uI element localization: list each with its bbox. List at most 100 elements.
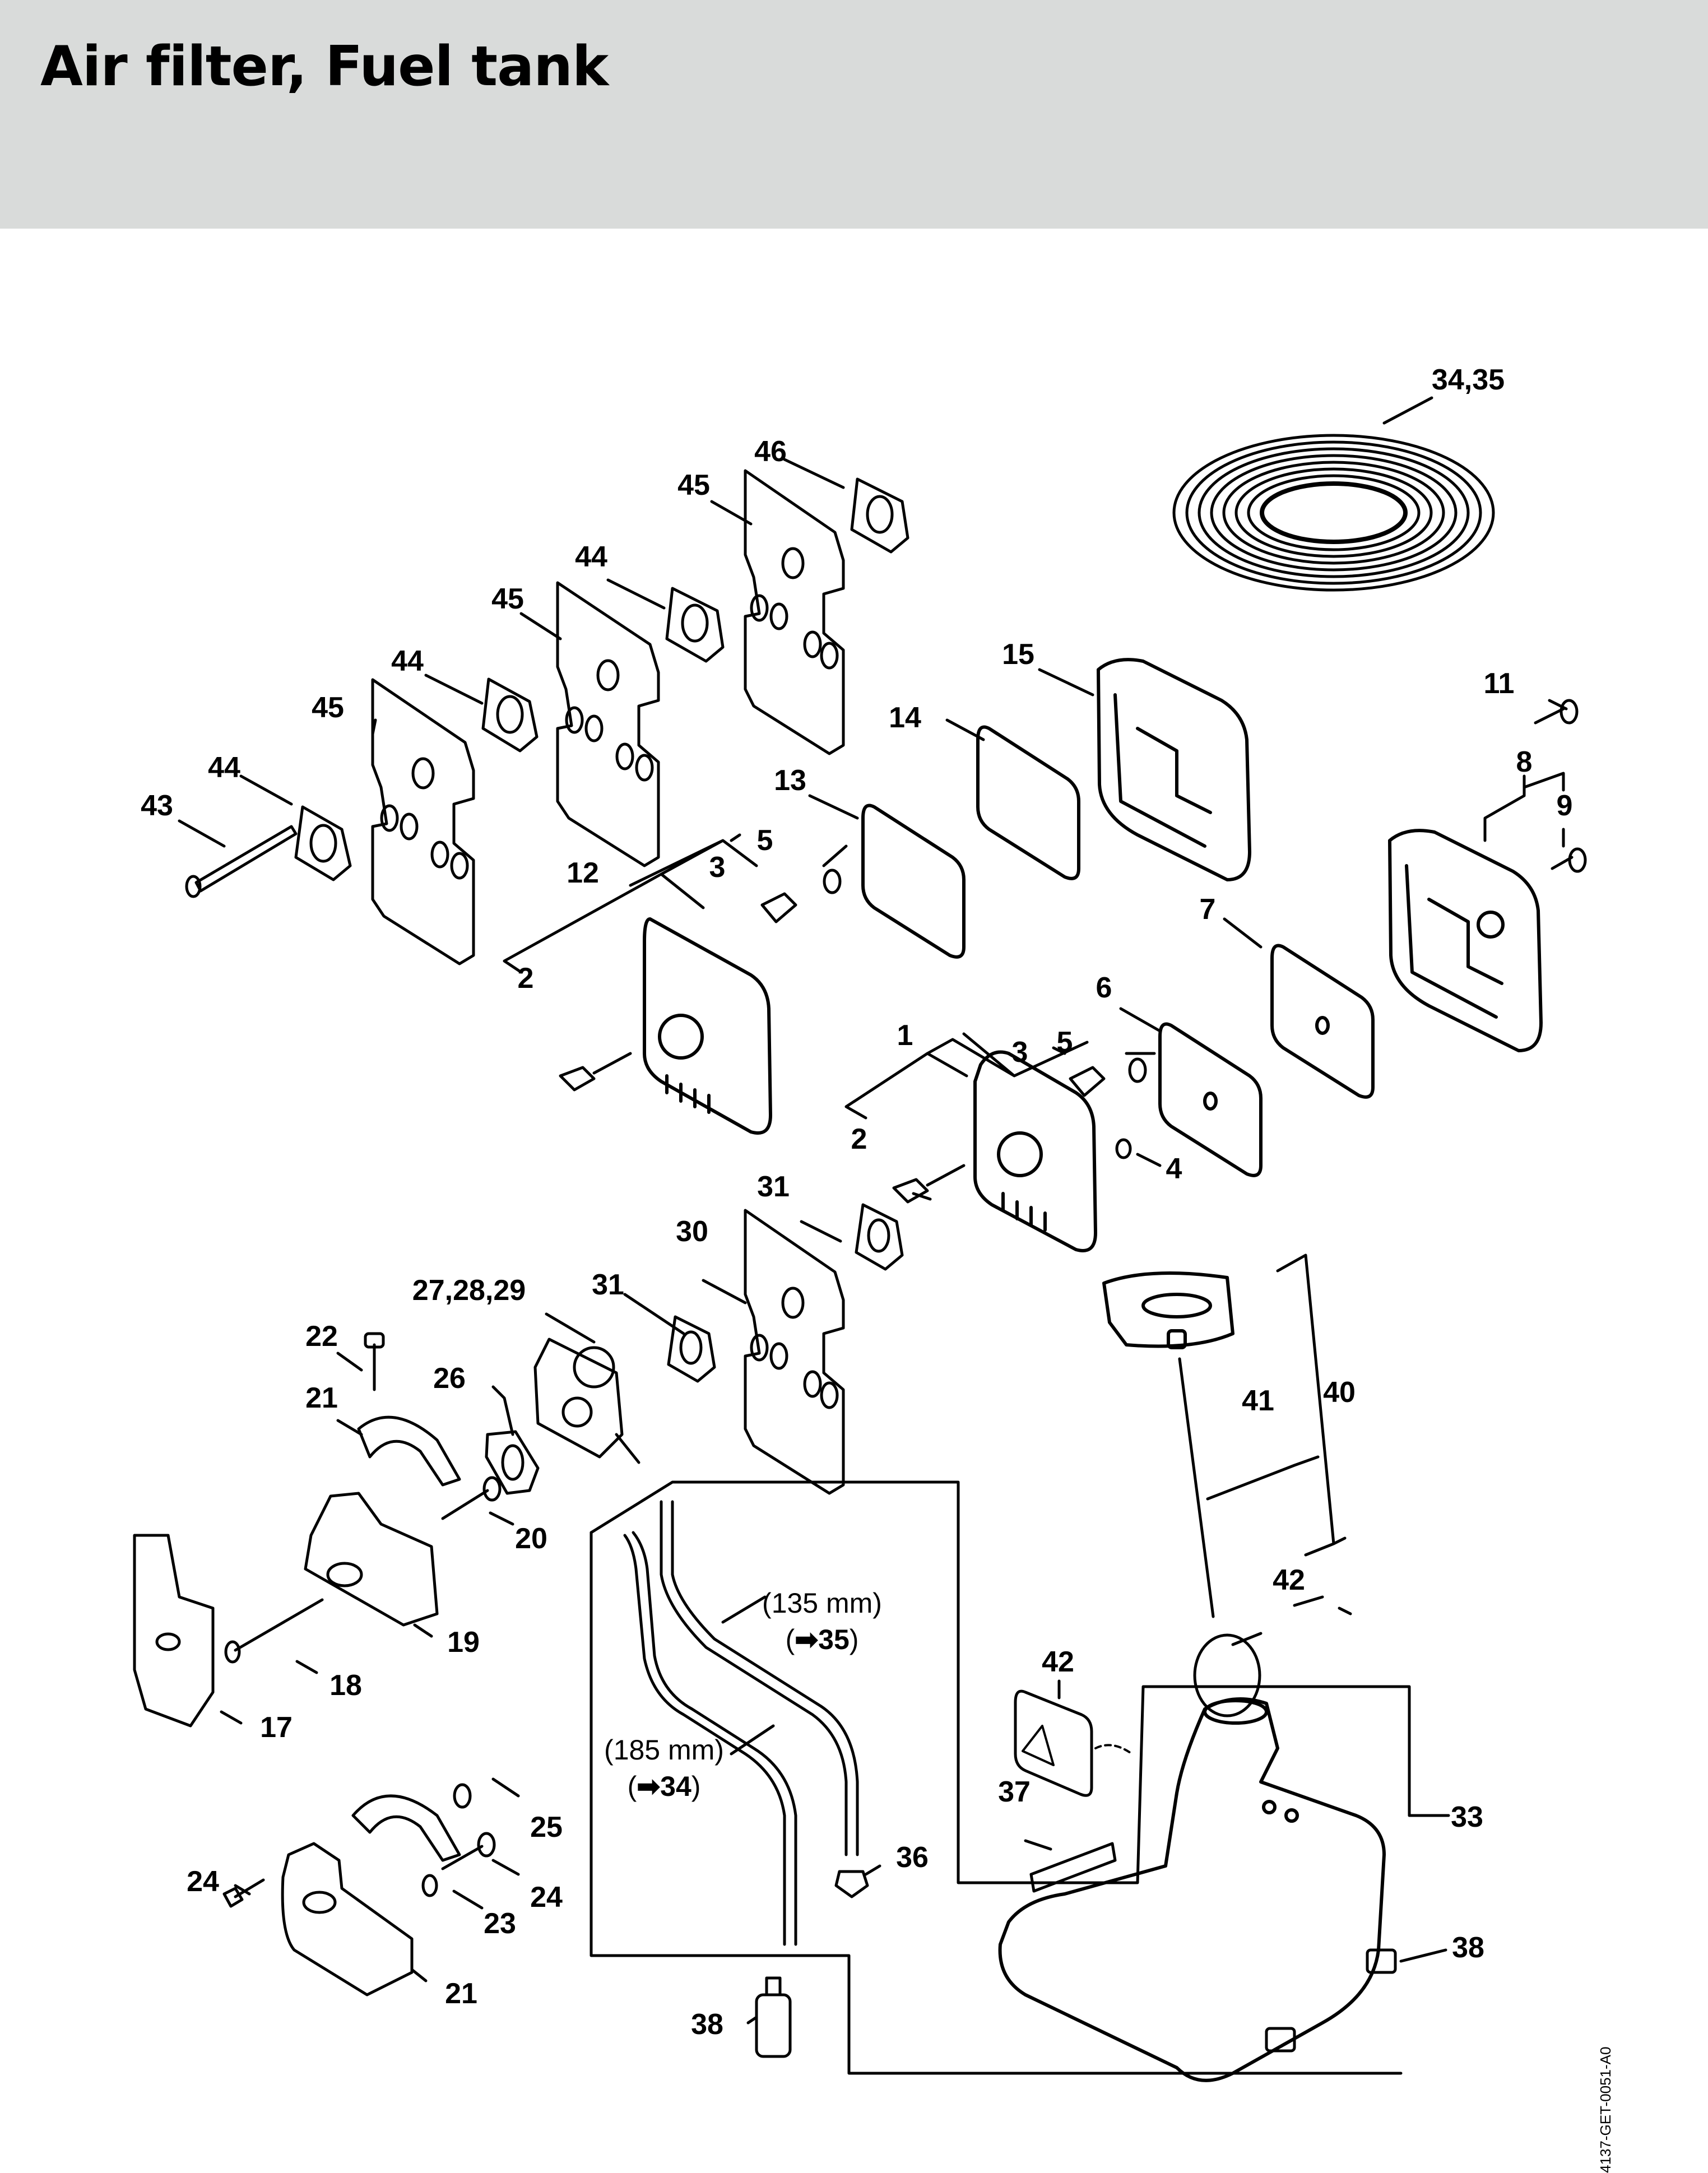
callout-6: 6 xyxy=(1096,972,1112,1004)
screw-16 xyxy=(224,1598,324,1664)
callout-20: 22 xyxy=(305,1320,338,1353)
callout-42: 42 xyxy=(1042,1646,1074,1678)
washer-22 xyxy=(421,1874,438,1897)
callout-32: 33 xyxy=(1451,1801,1483,1833)
carburetor-27-28-29 xyxy=(533,1338,640,1464)
bracket-21 xyxy=(281,1842,414,1996)
callout-45: 45 xyxy=(677,469,710,502)
filter-base-11 xyxy=(643,917,772,1135)
exploded-parts-diagram: 34,35 46 45 44 45 44 45 44 43 15 14 13 1… xyxy=(0,229,1708,2173)
callout-11: 12 xyxy=(567,857,599,889)
choke-lever-2-lower xyxy=(892,1164,966,1204)
callout-34-35: 34,35 xyxy=(1431,364,1505,396)
callout-24: 24 xyxy=(187,1865,219,1898)
callout-16: 18 xyxy=(329,1669,362,1702)
arrow-right-icon: ➡ xyxy=(637,1771,661,1802)
screw-9 xyxy=(1551,847,1587,873)
choke-lever-2-upper xyxy=(559,1052,632,1092)
hose-note-185mm-ref: (➡34) xyxy=(628,1772,701,1800)
callout-21: 21 xyxy=(445,1977,477,2010)
callout-1: 1 xyxy=(897,1019,913,1052)
callout-19: 21 xyxy=(305,1382,338,1414)
plate-45-mid xyxy=(556,581,660,867)
callout-2: 2 xyxy=(851,1123,867,1155)
spiral-hose-coil xyxy=(1172,434,1495,592)
throttle-lever-19 xyxy=(357,1415,461,1487)
gasket-31-lower xyxy=(667,1315,716,1383)
filter-12 xyxy=(861,804,966,959)
callout-46: 46 xyxy=(754,435,787,468)
paren-open: ( xyxy=(627,1771,637,1802)
screw-18 xyxy=(441,1476,502,1520)
callout-26: 26 xyxy=(433,1362,466,1395)
callout-44: 44 xyxy=(208,751,240,784)
callout-15: 17 xyxy=(260,1711,293,1744)
hose-note-135mm-length: (135 mm) xyxy=(762,1587,882,1619)
tether-40 xyxy=(1178,1357,1215,1618)
filter-36 xyxy=(1029,1842,1117,1893)
nut-4 xyxy=(1115,1138,1132,1159)
callout-13: 14 xyxy=(889,702,921,734)
bolt-24 xyxy=(222,1878,265,1908)
fuel-tank-32 xyxy=(998,1697,1386,2082)
callout-44: 44 xyxy=(391,645,424,677)
callout-36: 37 xyxy=(998,1776,1031,1808)
callout-3: 3 xyxy=(709,851,726,884)
fuel-hose-135mm xyxy=(660,1500,859,1856)
washer-5-lower xyxy=(1128,1057,1147,1083)
callout-25: 25 xyxy=(530,1811,563,1844)
callout-4: 4 xyxy=(1166,1153,1182,1185)
callout-40: 41 xyxy=(1242,1385,1274,1417)
hose-group-bracket xyxy=(590,1480,1411,2075)
callout-7: 7 xyxy=(1199,893,1216,926)
retainer-41 xyxy=(1193,1633,1261,1717)
arrow-right-icon: ➡ xyxy=(795,1624,819,1655)
paren-open: ( xyxy=(785,1624,795,1655)
ref-part-number: 34 xyxy=(660,1771,691,1802)
pin-3-lower xyxy=(1069,1066,1106,1097)
callout-2: 2 xyxy=(517,962,534,995)
gasket-44-upper xyxy=(665,587,725,663)
screw-20 xyxy=(364,1332,385,1391)
screw-10 xyxy=(1534,699,1579,725)
paren-close: ) xyxy=(849,1624,859,1655)
grommet-33 xyxy=(834,1870,869,1898)
callout-5: 5 xyxy=(756,824,773,857)
filter-cover-8 xyxy=(1388,829,1543,1052)
carburetor-bracket-17 xyxy=(304,1492,439,1627)
callout-23: 24 xyxy=(530,1881,563,1914)
callout-41: 42 xyxy=(1273,1564,1305,1596)
callout-3: 3 xyxy=(1011,1036,1028,1069)
plate-30 xyxy=(744,1209,845,1495)
fuel-filter-38 xyxy=(755,1976,792,2058)
callout-43: 43 xyxy=(141,790,173,822)
callout-39: 40 xyxy=(1323,1376,1356,1409)
callout-9: 9 xyxy=(1556,790,1573,822)
callout-31: 31 xyxy=(757,1171,790,1203)
callout-14: 15 xyxy=(1002,638,1034,671)
callout-18: 20 xyxy=(515,1522,547,1555)
callout-12: 13 xyxy=(774,764,806,797)
plate-45-top xyxy=(744,469,845,755)
callout-37: 38 xyxy=(1452,1931,1484,1964)
callout-22: 23 xyxy=(484,1907,516,1940)
hose-note-185mm-length: (185 mm) xyxy=(604,1734,724,1766)
callout-45: 45 xyxy=(491,583,524,615)
parts-drawing xyxy=(133,396,1587,2082)
washer-5-upper xyxy=(823,869,842,894)
page-header: Air filter, Fuel tank xyxy=(0,0,1708,229)
page-title: Air filter, Fuel tank xyxy=(40,35,609,99)
screw-23 xyxy=(441,1832,496,1870)
gasket-26 xyxy=(485,1430,540,1495)
throttle-lever-lower xyxy=(351,1794,461,1862)
screw-43 xyxy=(185,825,298,898)
gasket-44-mid xyxy=(481,677,539,753)
filter-base-1 xyxy=(973,1050,1097,1252)
callout-8: 8 xyxy=(1516,746,1533,778)
callout-33: 36 xyxy=(896,1841,929,1874)
warning-label-42 xyxy=(1014,1689,1133,1797)
foot-37 xyxy=(1265,1948,1397,2053)
callout-38: 38 xyxy=(691,2008,723,2041)
leader-lines xyxy=(178,396,1568,2025)
filter-7 xyxy=(1270,944,1375,1099)
